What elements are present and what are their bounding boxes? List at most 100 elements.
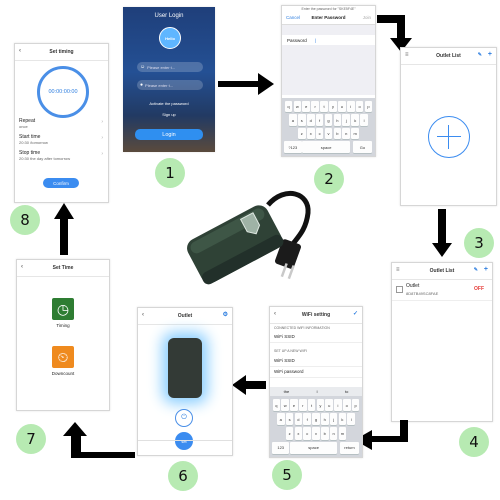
key-n[interactable]: n [342,127,351,140]
key-i[interactable]: i [334,398,342,412]
back-icon[interactable]: ‹ [274,311,276,317]
key-k[interactable]: k [338,413,347,426]
outlet-row[interactable]: Outlet 8D8TB49SC8FAE OFF [392,280,492,301]
key-x[interactable]: x [294,427,303,440]
key-p[interactable]: p [351,398,360,412]
key-e[interactable]: e [302,100,311,113]
key-e[interactable]: e [290,398,298,412]
key-g[interactable]: g [312,413,320,426]
signup-link[interactable]: Sign up [162,112,176,117]
add-outlet-button[interactable] [428,116,470,158]
key-r[interactable]: r [299,398,307,412]
edit-icon[interactable]: ✎ [477,52,482,58]
key-c[interactable]: c [303,427,311,440]
menu-icon[interactable]: ≡ [396,267,400,273]
key-o[interactable]: o [355,100,364,113]
back-icon[interactable]: ‹ [142,312,144,318]
check-icon[interactable]: ✓ [352,311,358,317]
key-t[interactable]: t [307,398,316,412]
suggestion-item[interactable]: I [316,389,318,394]
key-w[interactable]: w [281,398,289,412]
key-r[interactable]: r [311,100,319,113]
key-l[interactable]: l [360,114,368,126]
key-m[interactable]: m [351,127,360,140]
key-i[interactable]: i [346,100,355,113]
clock-readout: 00:00:00:00 [48,89,78,95]
key-g[interactable]: g [324,114,333,126]
login-button[interactable]: Login [135,129,203,140]
key-v[interactable]: v [324,127,333,140]
key-s[interactable]: s [297,114,306,126]
menu-icon[interactable]: ≡ [405,52,409,58]
key-z[interactable]: z [297,127,306,140]
suggestion-item[interactable]: to [344,389,349,394]
key-y[interactable]: y [329,100,337,113]
back-icon[interactable]: ‹ [21,264,23,270]
key-x[interactable]: x [306,127,315,140]
key-q[interactable]: q [272,398,281,412]
key-a[interactable]: a [289,114,297,126]
cancel-button[interactable]: Cancel [286,15,301,20]
wifi-password-field[interactable]: WiFi password [270,367,362,378]
key-j[interactable]: j [342,114,351,126]
key-l[interactable]: l [347,413,355,426]
key-k[interactable]: k [351,114,360,126]
key-j[interactable]: j [329,413,338,426]
timing-option[interactable]: ◷ Timing [47,298,79,328]
key-b[interactable]: b [321,427,329,440]
join-button[interactable]: Join [362,15,371,20]
wifi-ssid-field[interactable]: WiFi SSID [270,356,362,367]
back-icon[interactable]: ‹ [19,48,21,54]
screen-outlet-list-empty: ≡ Outlet List + ✎ [400,47,497,206]
key-c[interactable]: c [315,127,324,140]
key-q[interactable]: q [284,100,293,113]
key-d[interactable]: d [294,413,303,426]
settings-gear-icon[interactable]: ⚙ [222,312,228,318]
outlet-checkbox[interactable] [396,286,403,293]
key-h[interactable]: h [333,114,342,126]
key-d[interactable]: d [306,114,315,126]
key-s[interactable]: s [285,413,294,426]
key-f[interactable]: f [315,114,324,126]
key-numbers[interactable]: ?123 [284,141,302,153]
key-a[interactable]: a [277,413,285,426]
key-o[interactable]: o [343,398,351,412]
key-return[interactable]: Go [352,141,373,153]
start-time-row[interactable]: Start time 20:30 /tomorrow › [19,134,103,145]
step-badge-1: 1 [155,158,185,188]
password-field[interactable]: Password | [282,35,375,45]
add-icon[interactable]: + [487,51,492,58]
key-y[interactable]: y [316,398,325,412]
key-h[interactable]: h [321,413,329,426]
confirm-button[interactable]: Confirm [43,178,79,188]
key-w[interactable]: w [293,100,302,113]
countdown-option[interactable]: ⏲ Downcount [47,346,79,376]
key-m[interactable]: m [338,427,347,440]
power-button[interactable]: ⏻ [175,409,193,427]
key-p[interactable]: p [364,100,373,113]
email-field[interactable]: ☺ Please enter t... [137,62,203,72]
key-z[interactable]: z [285,427,294,440]
key-numbers[interactable]: 123 [272,441,290,454]
repeat-row[interactable]: Repeat once › [19,118,103,129]
edit-icon[interactable]: ✎ [473,267,478,273]
key-v[interactable]: v [312,427,320,440]
key-u[interactable]: u [338,100,346,113]
key-f[interactable]: f [303,413,311,426]
password-field[interactable]: ● Please enter t... [137,80,203,90]
key-space[interactable]: space [290,441,338,454]
outlet-name: Outlet [406,283,420,289]
key-space[interactable]: space [302,141,350,153]
key-return[interactable]: return [339,441,360,454]
key-b[interactable]: b [333,127,342,140]
stop-time-row[interactable]: Stop time 20:30 the day after tomorrow › [19,150,103,161]
key-u[interactable]: u [325,398,333,412]
key-n[interactable]: n [329,427,338,440]
suggestion-item[interactable]: the [283,389,290,394]
timer-button[interactable]: set [175,432,193,450]
power-icon: ⏻ [181,414,187,421]
add-icon[interactable]: + [483,266,488,273]
key-t[interactable]: t [320,100,328,113]
forgot-password-link[interactable]: Activate the password [149,101,189,106]
